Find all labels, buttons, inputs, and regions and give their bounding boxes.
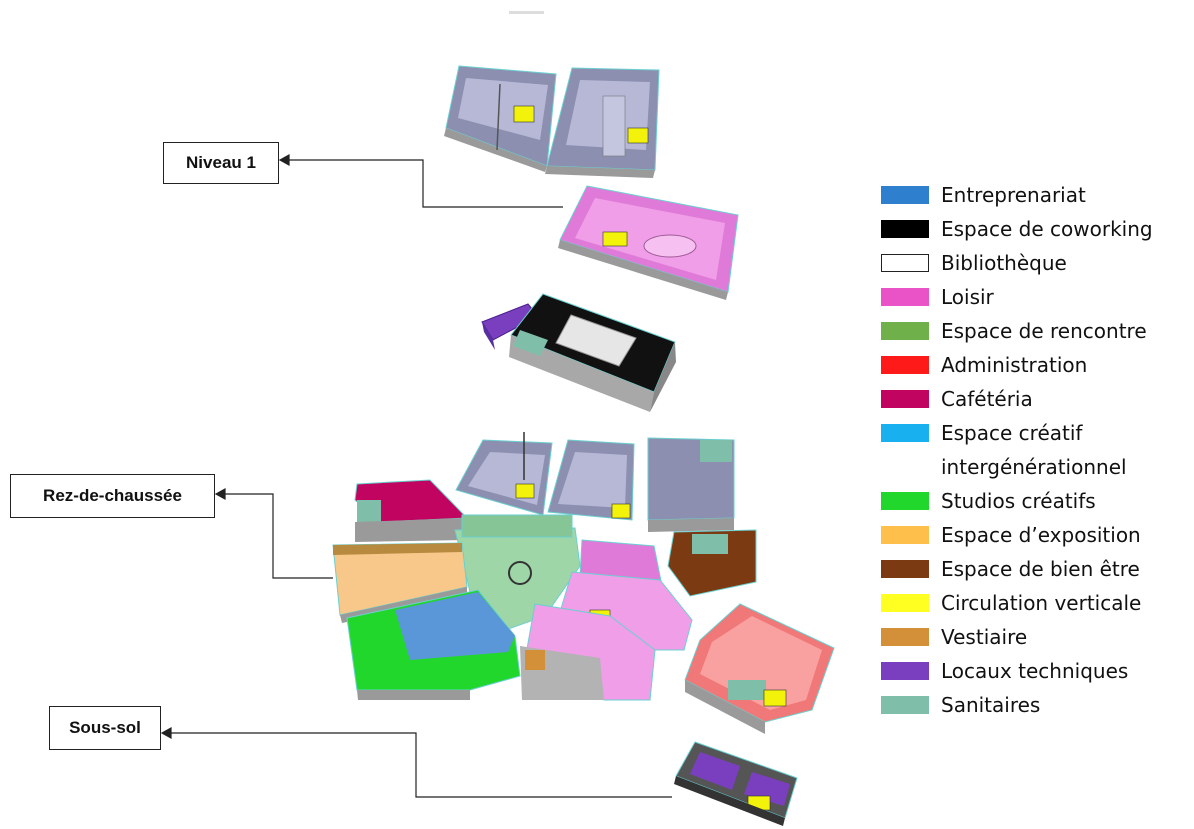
legend-label: Studios créatifs bbox=[941, 489, 1096, 513]
legend-label: Bibliothèque bbox=[941, 251, 1067, 275]
connector-niveau-1 bbox=[278, 153, 563, 208]
legend-item: Espace créatif intergénérationnel bbox=[881, 416, 1191, 484]
legend-label: Espace créatif intergénérationnel bbox=[941, 421, 1127, 479]
legend-swatch bbox=[881, 288, 929, 306]
niveau-1-loisir-block bbox=[558, 185, 739, 300]
legend-label: Loisir bbox=[941, 285, 994, 309]
legend-item: Administration bbox=[881, 348, 1191, 382]
legend-swatch bbox=[881, 322, 929, 340]
legend-item: Bibliothèque bbox=[881, 246, 1191, 280]
legend-label: Circulation verticale bbox=[941, 591, 1142, 615]
label-niveau-1: Niveau 1 bbox=[163, 142, 279, 184]
legend-label: Administration bbox=[941, 353, 1088, 377]
legend-swatch bbox=[881, 594, 929, 612]
legend-item: Sanitaires bbox=[881, 688, 1191, 722]
legend-item: Entreprenariat bbox=[881, 178, 1191, 212]
legend-swatch bbox=[881, 254, 929, 272]
connector-rez-de-chaussee bbox=[214, 487, 333, 579]
legend-swatch bbox=[881, 696, 929, 714]
legend-label: Espace de rencontre bbox=[941, 319, 1147, 343]
legend-item: Locaux techniques bbox=[881, 654, 1191, 688]
legend-swatch bbox=[881, 220, 929, 238]
label-rez-de-chaussee: Rez-de-chaussée bbox=[10, 474, 215, 518]
legend-swatch bbox=[881, 526, 929, 544]
legend-label: Espace de coworking bbox=[941, 217, 1153, 241]
legend-swatch bbox=[881, 424, 929, 442]
legend-swatch bbox=[881, 186, 929, 204]
legend-swatch bbox=[881, 662, 929, 680]
top-mark bbox=[509, 11, 544, 14]
niveau-1-coworking-block bbox=[481, 293, 676, 412]
legend-item: Cafétéria bbox=[881, 382, 1191, 416]
legend-item: Espace de bien être bbox=[881, 552, 1191, 586]
label-sous-sol: Sous-sol bbox=[49, 706, 161, 750]
legend-swatch bbox=[881, 390, 929, 408]
legend-item: Circulation verticale bbox=[881, 586, 1191, 620]
legend-label: Sanitaires bbox=[941, 693, 1041, 717]
legend-swatch bbox=[881, 560, 929, 578]
legend-swatch bbox=[881, 356, 929, 374]
legend-label: Entreprenariat bbox=[941, 183, 1086, 207]
niveau-1-upper-blocks bbox=[444, 65, 660, 178]
sous-sol-block bbox=[674, 741, 798, 826]
rez-de-chaussee-cluster bbox=[332, 432, 835, 734]
legend-swatch bbox=[881, 628, 929, 646]
legend-item: Espace de rencontre bbox=[881, 314, 1191, 348]
legend-item: Espace d’exposition bbox=[881, 518, 1191, 552]
connector-sous-sol bbox=[160, 726, 672, 798]
legend-label: Vestiaire bbox=[941, 625, 1028, 649]
legend-item: Vestiaire bbox=[881, 620, 1191, 654]
legend-label: Cafétéria bbox=[941, 387, 1033, 411]
legend-item: Studios créatifs bbox=[881, 484, 1191, 518]
legend-label: Espace d’exposition bbox=[941, 523, 1141, 547]
legend-item: Loisir bbox=[881, 280, 1191, 314]
legend-label: Espace de bien être bbox=[941, 557, 1140, 581]
legend-swatch bbox=[881, 492, 929, 510]
legend-label: Locaux techniques bbox=[941, 659, 1129, 683]
legend-item: Espace de coworking bbox=[881, 212, 1191, 246]
